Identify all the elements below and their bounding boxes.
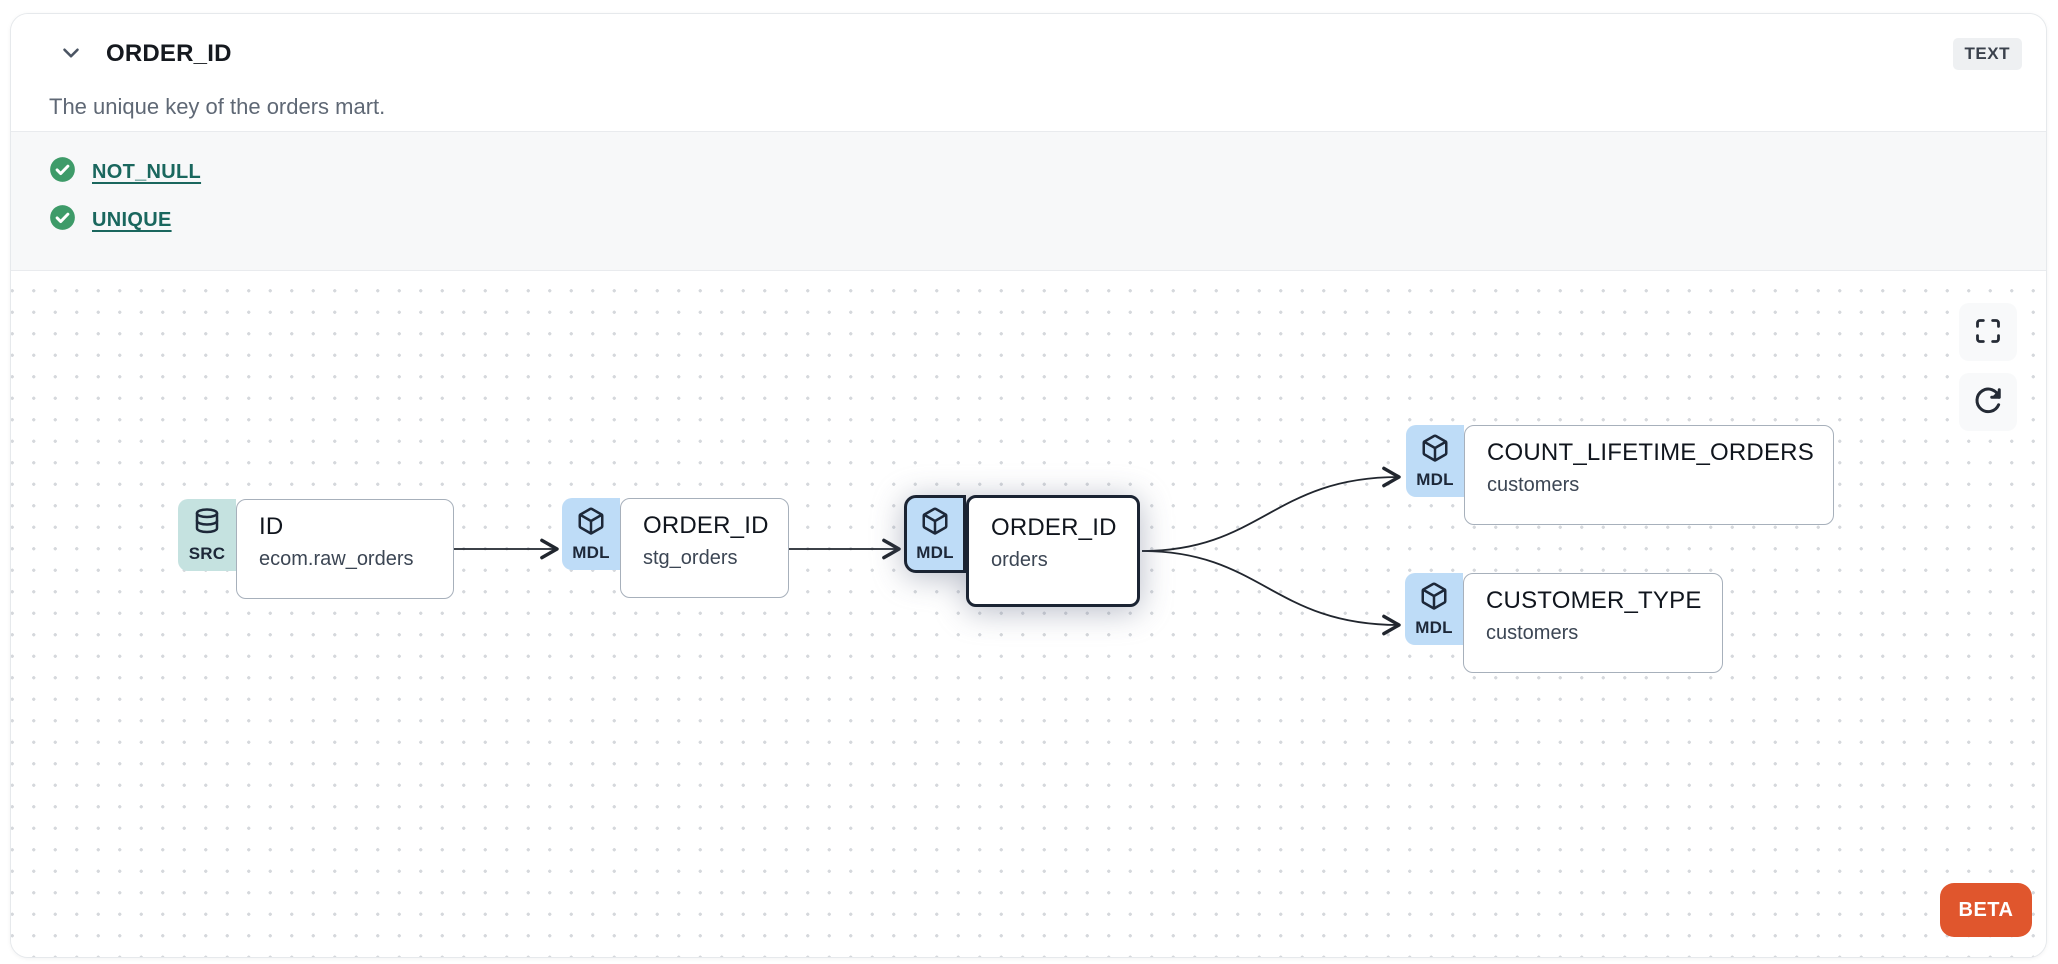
lineage-edges	[454, 466, 1401, 636]
cube-icon	[576, 506, 606, 541]
column-description: The unique key of the orders mart.	[49, 94, 386, 119]
column-details-card: ORDER_ID TEXT The unique key of the orde…	[10, 13, 2047, 958]
node-title: ORDER_ID	[643, 512, 769, 539]
node-body: ORDER_ID orders	[966, 495, 1140, 607]
model-badge: MDL	[904, 495, 966, 573]
column-name: ORDER_ID	[106, 40, 232, 67]
collapse-button[interactable]	[56, 39, 86, 69]
lineage-node-count-lifetime-orders[interactable]: MDL COUNT_LIFETIME_ORDERS customers	[1406, 425, 1834, 525]
column-header: ORDER_ID TEXT The unique key of the orde…	[11, 14, 2046, 131]
node-title: CUSTOMER_TYPE	[1486, 587, 1702, 614]
node-body: ORDER_ID stg_orders	[620, 498, 789, 598]
node-body: ID ecom.raw_orders	[236, 499, 454, 599]
node-body: COUNT_LIFETIME_ORDERS customers	[1464, 425, 1834, 525]
lineage-node-orders-selected[interactable]: MDL ORDER_ID orders	[904, 495, 1140, 607]
node-subtitle: ecom.raw_orders	[259, 548, 414, 570]
database-icon	[192, 507, 222, 542]
lineage-node-source-id[interactable]: SRC ID ecom.raw_orders	[178, 499, 454, 599]
model-badge: MDL	[562, 498, 620, 570]
test-row: NOT_NULL	[49, 156, 2046, 188]
cube-icon	[1420, 433, 1450, 468]
model-badge: MDL	[1406, 425, 1464, 497]
node-subtitle: stg_orders	[643, 547, 738, 569]
node-badge-label: MDL	[1416, 469, 1454, 489]
column-type-badge: TEXT	[1952, 38, 2022, 70]
node-badge-label: SRC	[188, 543, 226, 563]
test-link-not-null[interactable]: NOT_NULL	[92, 160, 202, 183]
lineage-node-stg-orders[interactable]: MDL ORDER_ID stg_orders	[562, 498, 789, 598]
node-title: ID	[259, 513, 284, 540]
chevron-down-icon	[58, 40, 84, 69]
source-badge: SRC	[178, 499, 236, 571]
test-link-unique[interactable]: UNIQUE	[92, 208, 172, 231]
node-title: COUNT_LIFETIME_ORDERS	[1487, 439, 1814, 466]
model-badge: MDL	[1405, 573, 1463, 645]
test-row: UNIQUE	[49, 204, 2046, 236]
cube-icon	[920, 506, 950, 541]
node-badge-label: MDL	[1415, 617, 1453, 637]
node-body: CUSTOMER_TYPE customers	[1463, 573, 1723, 673]
beta-badge[interactable]: BETA	[1940, 883, 2032, 937]
node-badge-label: MDL	[572, 542, 610, 562]
node-title: ORDER_ID	[991, 514, 1117, 541]
node-subtitle: customers	[1486, 622, 1579, 644]
cube-icon	[1419, 581, 1449, 616]
refresh-button[interactable]	[1959, 373, 2017, 431]
lineage-node-customer-type[interactable]: MDL CUSTOMER_TYPE customers	[1405, 573, 1723, 673]
refresh-icon	[1973, 386, 2003, 419]
fullscreen-button[interactable]	[1959, 303, 2017, 361]
tests-section: NOT_NULL UNIQUE	[11, 131, 2046, 271]
lineage-canvas[interactable]: SRC ID ecom.raw_orders MDL ORDER_ID stg_…	[11, 271, 2046, 957]
node-subtitle: customers	[1487, 474, 1580, 496]
node-badge-label: MDL	[916, 542, 954, 562]
fullscreen-icon	[1974, 317, 2002, 348]
check-circle-icon	[49, 204, 76, 236]
check-circle-icon	[49, 156, 76, 188]
node-subtitle: orders	[991, 549, 1048, 571]
